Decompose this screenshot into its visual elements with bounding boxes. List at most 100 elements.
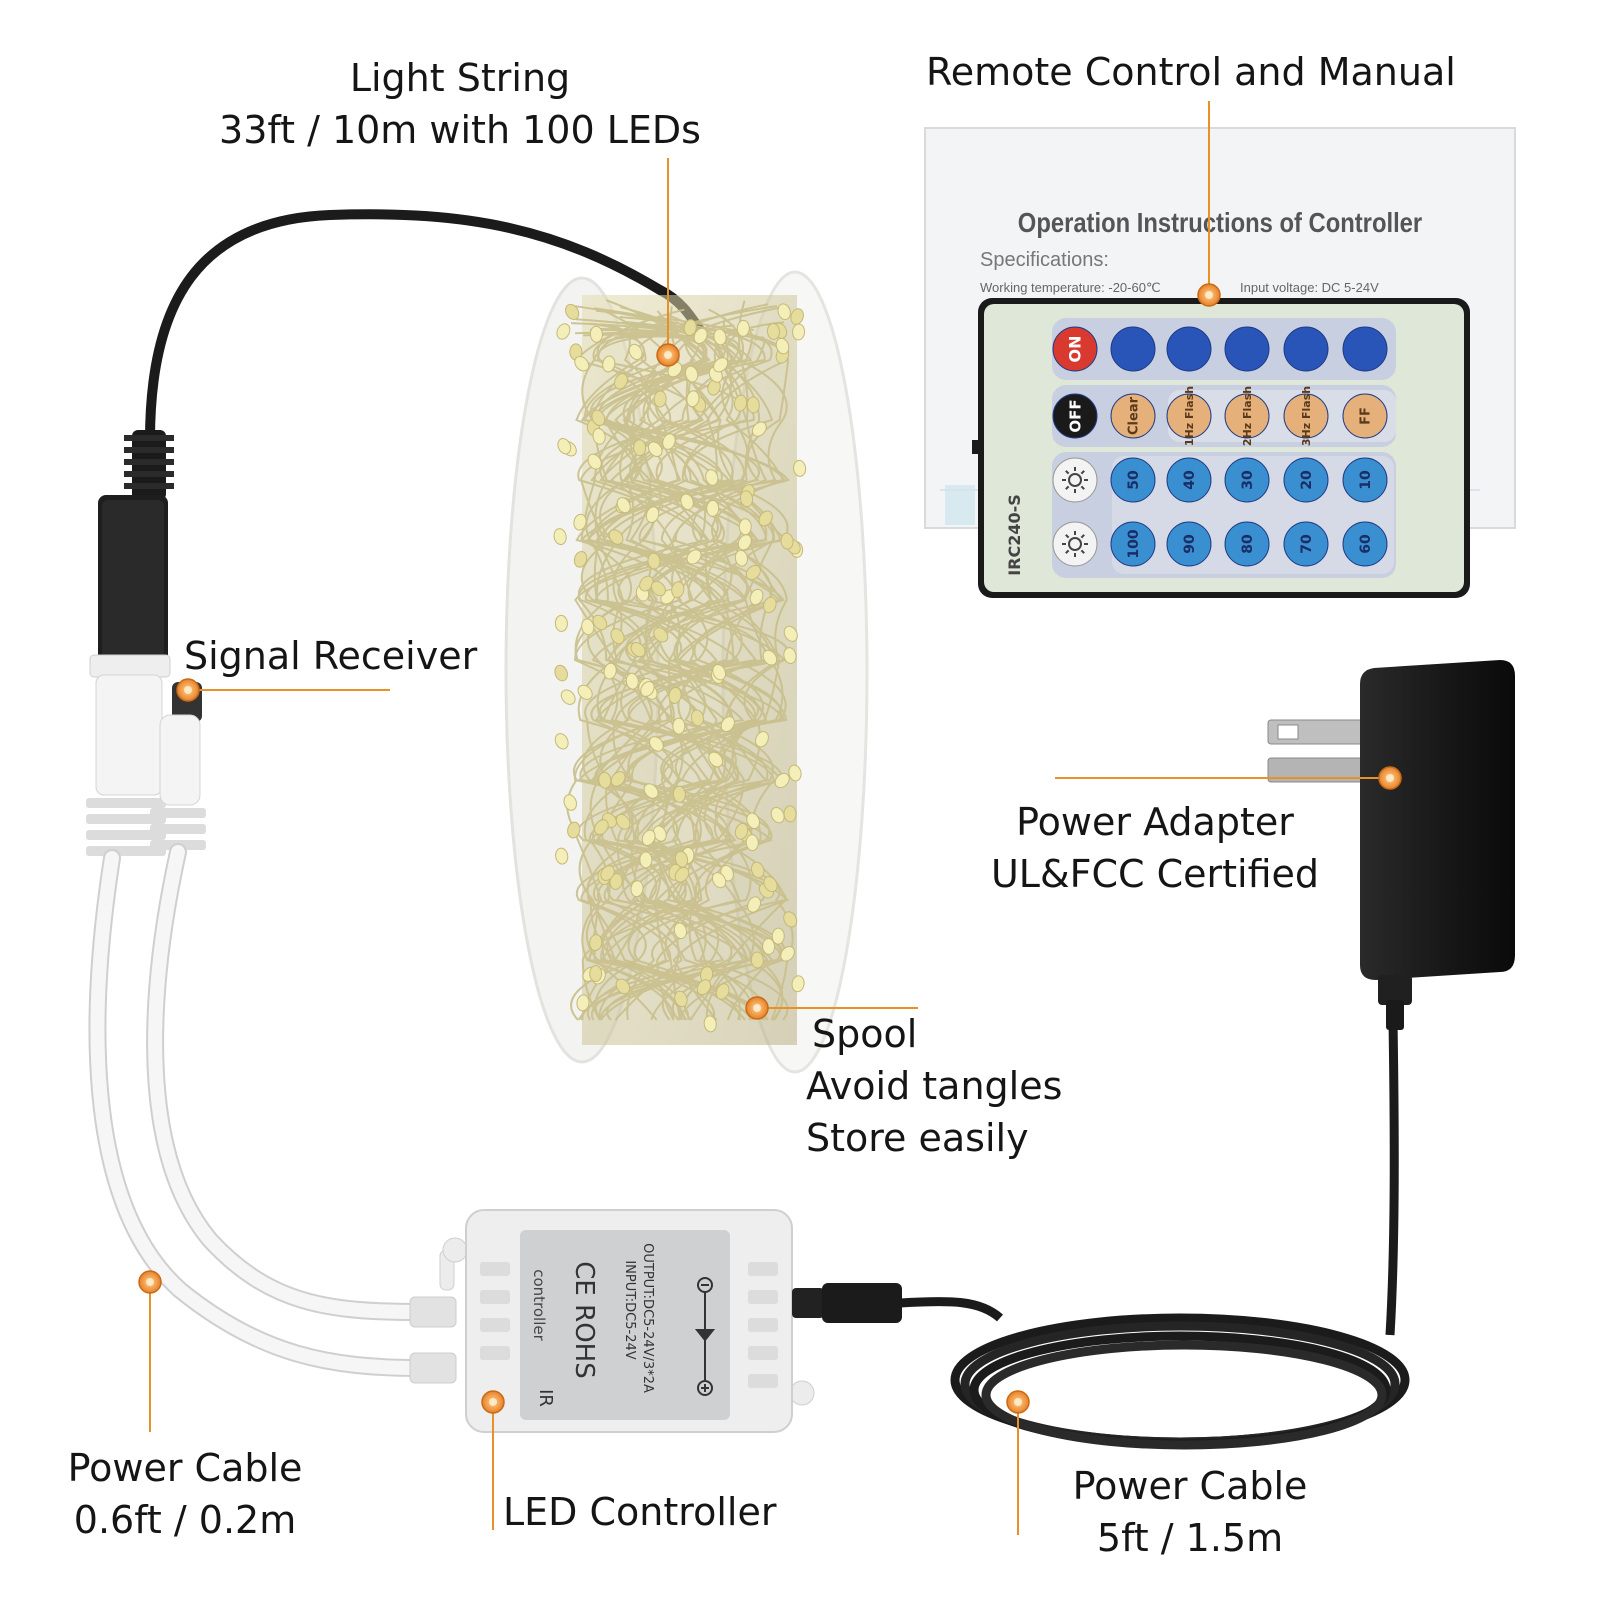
led-bulb — [573, 513, 587, 531]
remote-flash-button[interactable]: 2Hz Flash — [1224, 386, 1270, 446]
led-bulb — [625, 672, 639, 690]
led-bulb — [600, 865, 615, 881]
wire-strand — [575, 305, 788, 1021]
led-bulb — [711, 872, 727, 889]
led-bulb — [720, 716, 735, 733]
svg-text:10: 10 — [1358, 470, 1374, 490]
led-bulb — [777, 303, 791, 321]
brightness-up-icon[interactable] — [1052, 457, 1098, 503]
remote-mode-button[interactable] — [1110, 326, 1156, 372]
brightness-down-icon[interactable] — [1052, 521, 1098, 567]
svg-text:20: 20 — [1299, 470, 1315, 490]
led-bulb — [592, 614, 608, 631]
remote-model-label: IRC240-S — [1005, 494, 1024, 576]
wire-strand — [593, 307, 785, 1021]
led-bulb — [746, 812, 760, 830]
led-bulb — [763, 596, 777, 614]
led-bulb — [793, 459, 807, 477]
remote-brightness-button[interactable]: 60 — [1342, 521, 1388, 567]
svg-text:60: 60 — [1358, 534, 1374, 554]
remote-ff-button[interactable]: FF — [1342, 393, 1388, 439]
led-bulb — [788, 764, 802, 782]
svg-text:Clear: Clear — [1127, 396, 1142, 435]
remote-off-button[interactable]: OFF — [1052, 393, 1098, 439]
remote-brightness-button[interactable]: 80 — [1224, 521, 1270, 567]
led-bulb — [633, 439, 647, 457]
remote-brightness-button[interactable]: 90 — [1166, 521, 1212, 567]
led-bulb — [705, 469, 719, 486]
callout-dot — [1197, 283, 1221, 307]
remote-brightness-button[interactable]: 30 — [1224, 457, 1270, 503]
remote-mode-button[interactable] — [1342, 326, 1388, 372]
led-bulb — [745, 564, 761, 581]
wire-strand — [585, 328, 774, 1021]
spool-label: Spool Avoid tangles Store easily — [806, 1008, 1062, 1164]
remote-brightness-button[interactable]: 40 — [1166, 457, 1212, 503]
svg-text:80: 80 — [1240, 534, 1256, 554]
remote-clear-button[interactable]: Clear — [1110, 393, 1156, 439]
remote-brightness-button[interactable]: 10 — [1342, 457, 1388, 503]
led-bulb — [783, 647, 797, 665]
remote-flash-button[interactable]: 3Hz Flash — [1283, 386, 1329, 446]
power-adapter-title: Power Adapter — [1016, 800, 1294, 844]
remote-flash-button[interactable]: 1Hz Flash — [1166, 386, 1212, 446]
svg-text:OFF: OFF — [1066, 399, 1084, 432]
led-bulb — [662, 433, 676, 450]
led-bulb — [573, 550, 588, 568]
wire-strand — [574, 306, 786, 1021]
remote-control-label: Remote Control and Manual — [926, 50, 1456, 94]
led-bulb — [712, 664, 727, 681]
remote-control: IRC240-S ON OFF Clear 1Hz Flash 2Hz Flash 3Hz… — [972, 298, 1470, 598]
callout-dot — [1006, 1390, 1030, 1414]
led-bulb — [750, 861, 765, 879]
white-cable-inner — [146, 843, 429, 1321]
controller-ir-label: IR — [535, 1389, 556, 1407]
remote-brightness-button[interactable]: 20 — [1283, 457, 1329, 503]
remote-mode-button[interactable] — [1224, 326, 1270, 372]
svg-text:2Hz Flash: 2Hz Flash — [1241, 386, 1254, 446]
callout-dot — [481, 1390, 505, 1414]
remote-brightness-button[interactable]: 50 — [1110, 457, 1156, 503]
remote-on-button[interactable]: ON — [1052, 326, 1098, 372]
controller-output-spec: OUTPUT:DC5-24V/3*2A — [640, 1243, 655, 1393]
led-bulb — [653, 390, 667, 408]
led-bulb — [734, 549, 748, 567]
wire-strand — [586, 335, 788, 1021]
led-bulb — [762, 937, 776, 955]
led-bulb — [577, 684, 593, 700]
power-adapter-label: Power Adapter UL&FCC Certified — [985, 796, 1325, 900]
led-bulb — [557, 438, 572, 455]
remote-mode-button[interactable] — [1283, 326, 1329, 372]
led-bulb — [589, 325, 603, 343]
led-bulb — [771, 927, 785, 945]
led-bulb — [738, 518, 752, 536]
led-bulb — [647, 552, 661, 570]
led-bulb — [555, 847, 569, 865]
led-bulb — [680, 493, 694, 511]
led-bulb — [749, 588, 764, 606]
spool-benefit-1: Avoid tangles — [806, 1064, 1063, 1108]
led-bulb — [645, 506, 660, 523]
signal-receiver-label: Signal Receiver — [184, 634, 478, 678]
light-string-title: Light String — [349, 56, 571, 100]
led-bulb — [640, 681, 655, 697]
led-bulb — [576, 994, 590, 1012]
led-bulb — [574, 356, 590, 372]
led-bulb — [791, 975, 805, 993]
remote-brightness-button[interactable]: 70 — [1283, 521, 1329, 567]
light-string-spec: 33ft / 10m with 100 LEDs — [219, 108, 701, 152]
svg-text:1Hz Flash: 1Hz Flash — [1183, 386, 1196, 446]
led-bulb — [708, 751, 723, 768]
led-bulb — [715, 983, 730, 1000]
remote-brightness-button[interactable]: 100 — [1110, 521, 1156, 567]
led-bulb — [556, 323, 571, 340]
led-bulb — [684, 365, 699, 383]
wire-strand — [587, 317, 757, 1021]
remote-mode-button[interactable] — [1166, 326, 1212, 372]
callout-dots — [138, 283, 1402, 1414]
wire-strand — [594, 328, 775, 1021]
led-bulb — [686, 549, 702, 565]
led-bulb — [693, 327, 708, 344]
led-bulb — [609, 873, 623, 890]
led-bulb — [674, 850, 689, 868]
